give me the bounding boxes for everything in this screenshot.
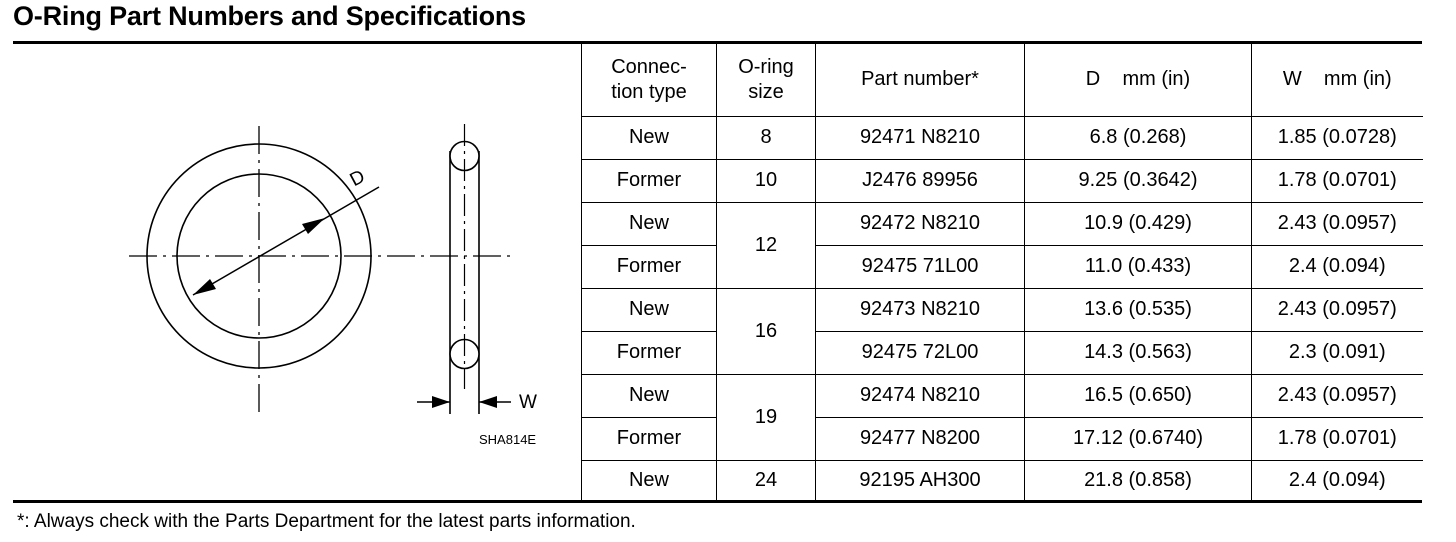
header-d: D mm (in) — [1024, 44, 1252, 117]
header-w: W mm (in) — [1251, 44, 1423, 117]
table-row: Former 92477 N8200 17.12 (0.6740) 1.78 (… — [581, 416, 1423, 461]
cell-d: 17.12 (0.6740) — [1024, 416, 1252, 461]
width-arrow-right — [479, 396, 497, 408]
header-part-number: Part number* — [815, 44, 1025, 117]
cell-part: 92473 N8210 — [815, 287, 1025, 332]
cell-type: New — [581, 459, 717, 500]
cell-part: 92475 72L00 — [815, 330, 1025, 375]
header-connection-type-line2: tion type — [611, 80, 687, 103]
cell-d: 10.9 (0.429) — [1024, 201, 1252, 246]
cell-part: 92474 N8210 — [815, 373, 1025, 418]
cell-size: 19 — [716, 373, 816, 461]
table-row: New 19 92474 N8210 16.5 (0.650) 2.43 (0.… — [581, 373, 1423, 461]
cell-d: 13.6 (0.535) — [1024, 287, 1252, 332]
cell-w: 2.43 (0.0957) — [1251, 287, 1423, 332]
cell-type: New — [581, 201, 717, 246]
cell-part: 92475 71L00 — [815, 244, 1025, 289]
diameter-arrow-lower — [193, 279, 216, 295]
cell-size: 10 — [716, 158, 816, 203]
cell-type: Former — [581, 416, 717, 461]
figure-code: SHA814E — [479, 432, 537, 447]
cell-d: 11.0 (0.433) — [1024, 244, 1252, 289]
cell-w: 2.43 (0.0957) — [1251, 373, 1423, 418]
cell-w: 2.43 (0.0957) — [1251, 201, 1423, 246]
table-row: New 12 92472 N8210 10.9 (0.429) 2.43 (0.… — [581, 201, 1423, 289]
table-row: Former 92475 71L00 11.0 (0.433) 2.4 (0.0… — [581, 244, 1423, 289]
header-oring-size-line2: size — [748, 80, 784, 103]
table-row: Former 92475 72L00 14.3 (0.563) 2.3 (0.0… — [581, 330, 1423, 375]
cell-d: 21.8 (0.858) — [1024, 459, 1252, 500]
table-row: New 8 92471 N8210 6.8 (0.268) 1.85 (0.07… — [581, 115, 1423, 160]
cell-type: New — [581, 287, 717, 332]
diameter-arrow-upper — [302, 218, 325, 234]
width-arrow-left — [432, 396, 450, 408]
cell-type: Former — [581, 158, 717, 203]
cell-size: 8 — [716, 115, 816, 160]
cell-type: New — [581, 373, 717, 418]
spec-table-wrap: Connec- tion type O-ring size Part numbe… — [581, 44, 1423, 500]
cell-type: Former — [581, 330, 717, 375]
cell-d: 14.3 (0.563) — [1024, 330, 1252, 375]
cell-size: 12 — [716, 201, 816, 289]
cell-part: 92477 N8200 — [815, 416, 1025, 461]
cell-w: 2.3 (0.091) — [1251, 330, 1423, 375]
top-rule — [13, 41, 1422, 44]
bottom-rule — [13, 500, 1422, 503]
page-title: O-Ring Part Numbers and Specifications — [13, 1, 526, 31]
cell-d: 6.8 (0.268) — [1024, 115, 1252, 160]
footnote: *: Always check with the Parts Departmen… — [17, 511, 636, 532]
table-row: Former 10 J2476 89956 9.25 (0.3642) 1.78… — [581, 158, 1423, 203]
cell-w: 1.78 (0.0701) — [1251, 416, 1423, 461]
cell-type: Former — [581, 244, 717, 289]
cell-type: New — [581, 115, 717, 160]
width-label: W — [519, 392, 537, 413]
cell-part: 92471 N8210 — [815, 115, 1025, 160]
cell-w: 1.78 (0.0701) — [1251, 158, 1423, 203]
cell-size: 24 — [716, 459, 816, 500]
cell-w: 2.4 (0.094) — [1251, 244, 1423, 289]
oring-diagram-svg — [129, 124, 513, 416]
header-connection-type-line1: Connec- — [611, 55, 687, 78]
cell-part: 92195 AH300 — [815, 459, 1025, 500]
cell-part: 92472 N8210 — [815, 201, 1025, 246]
oring-diagram: D W SHA814E — [13, 44, 581, 500]
cell-size: 16 — [716, 287, 816, 375]
header-oring-size-line1: O-ring — [738, 55, 794, 78]
header-connection-type: Connec- tion type — [581, 44, 717, 117]
cell-d: 16.5 (0.650) — [1024, 373, 1252, 418]
table-row: New 16 92473 N8210 13.6 (0.535) 2.43 (0.… — [581, 287, 1423, 375]
cell-d: 9.25 (0.3642) — [1024, 158, 1252, 203]
diameter-dimension-line — [192, 186, 380, 296]
table-row: New 24 92195 AH300 21.8 (0.858) 2.4 (0.0… — [581, 459, 1423, 500]
header-oring-size: O-ring size — [716, 44, 816, 117]
spec-table: Connec- tion type O-ring size Part numbe… — [581, 44, 1423, 500]
table-header-row: Connec- tion type O-ring size Part numbe… — [581, 44, 1423, 117]
cell-w: 1.85 (0.0728) — [1251, 115, 1423, 160]
cell-w: 2.4 (0.094) — [1251, 459, 1423, 500]
cell-part: J2476 89956 — [815, 158, 1025, 203]
